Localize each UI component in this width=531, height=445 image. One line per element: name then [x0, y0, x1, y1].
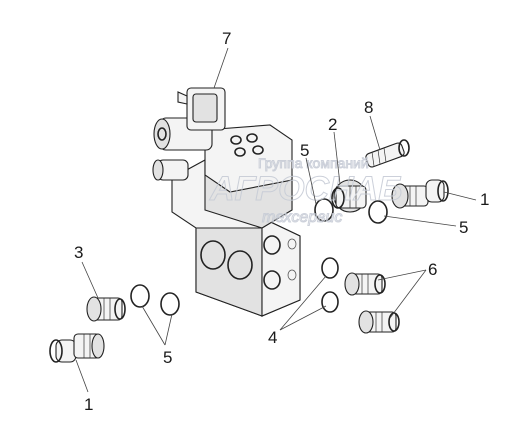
callout-2: 2	[328, 115, 337, 134]
watermark-line-3: техсервис	[262, 209, 342, 226]
callout-5-bottom: 5	[163, 348, 172, 367]
callout-8: 8	[364, 98, 373, 117]
seal-ring-middle-upper	[321, 257, 339, 279]
callout-1-bottom: 1	[84, 395, 93, 414]
solenoid-stub	[152, 159, 189, 181]
seal-ring-left-lower	[160, 292, 180, 316]
seal-ring-left-upper	[130, 284, 150, 308]
seal-ring-upper-right	[368, 200, 388, 224]
callout-4: 4	[268, 328, 277, 347]
watermark: Группа компаний АГРОСНАБ техсервис	[209, 155, 403, 227]
fitting-item-3	[86, 296, 126, 322]
valve-block-lower	[195, 217, 301, 317]
leader-lines	[75, 47, 477, 393]
watermark-line-1: Группа компаний	[258, 155, 369, 171]
fitting-item-6-upper	[344, 272, 386, 296]
watermark-line-2: АГРОСНАБ	[209, 170, 402, 208]
seal-ring-middle-lower	[321, 291, 339, 313]
fitting-item-6-lower	[358, 310, 400, 334]
fitting-item-8	[365, 139, 410, 168]
fitting-item-2	[331, 179, 367, 213]
callout-5-top: 5	[300, 141, 309, 160]
seal-ring-upper-left	[314, 198, 334, 222]
callout-1-right: 1	[480, 190, 489, 209]
valve-body-upper	[171, 124, 293, 229]
callout-5-right: 5	[459, 218, 468, 237]
fitting-item-1-bottom	[49, 333, 105, 363]
callout-6: 6	[428, 260, 437, 279]
callout-7: 7	[222, 29, 231, 48]
fitting-item-1-right	[391, 179, 449, 209]
solenoid	[153, 87, 226, 151]
callout-labels: 7 8 2 5 1 5 6 4 3 5 1	[74, 29, 489, 414]
callout-3: 3	[74, 243, 83, 262]
